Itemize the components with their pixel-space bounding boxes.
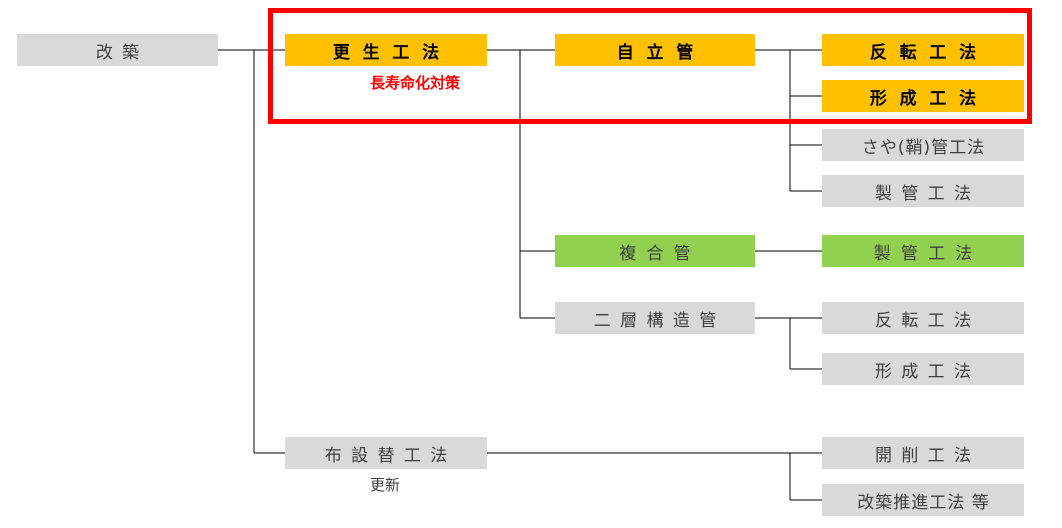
node-fusetsugae-kouhou: 布設替工法 — [285, 437, 487, 469]
node-kaichiku: 改築 — [17, 34, 218, 66]
node-hanten-kouhou-nisou: 反転工法 — [822, 302, 1024, 334]
note-chouju-myouka: 長寿命化対策 — [370, 74, 461, 92]
node-keisei-kouhou-nisou: 形成工法 — [822, 353, 1024, 385]
node-hanten-kouhou-jiritsu: 反転工法 — [822, 34, 1024, 66]
node-saya-kan-kouhou: さや(鞘)管工法 — [822, 129, 1024, 161]
node-seikan-kouhou-jiritsu: 製管工法 — [822, 175, 1024, 207]
node-kaichiku-suishin-kouhou: 改築推進工法 等 — [822, 484, 1024, 516]
node-kousei-kouhou: 更生工法 — [285, 34, 487, 66]
highlight-frame-jiritsukan — [268, 8, 1032, 124]
node-kaisaku-kouhou: 開削工法 — [822, 437, 1024, 469]
node-keisei-kouhou-jiritsu: 形成工法 — [822, 80, 1024, 112]
node-fukugoukan: 複合管 — [555, 235, 755, 267]
node-jiritsukan: 自立管 — [555, 34, 755, 66]
node-nisou-kouzoukan: 二層構造管 — [555, 302, 755, 334]
note-koushin: 更新 — [370, 476, 401, 494]
node-seikan-kouhou-fukugou: 製管工法 — [822, 235, 1024, 267]
